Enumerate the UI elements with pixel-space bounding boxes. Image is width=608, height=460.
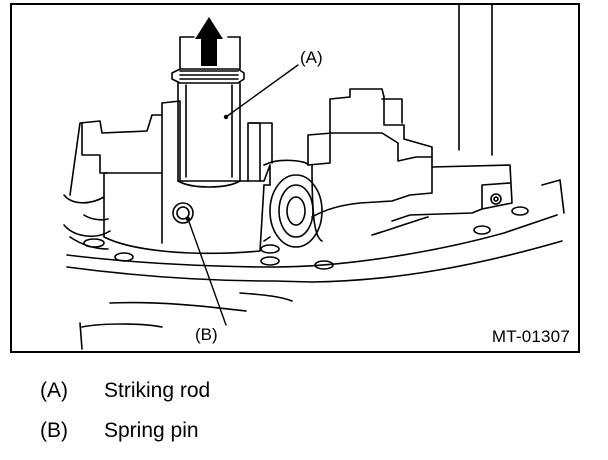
spring-pin [172,202,194,224]
casing-outline [66,179,565,283]
legend-item: (A) Striking rod [40,380,580,420]
transmission-diagram [63,5,565,350]
up-arrow-icon [195,17,223,66]
callout-leaders [187,64,299,326]
floor-lines [79,292,293,350]
figure-id: MT-01307 [491,327,570,346]
legend-code: (A) [40,379,68,402]
round-bushing [263,174,323,248]
left-housing [63,114,163,238]
rod-housing-block [103,100,273,255]
callout-a-dot [223,114,229,120]
callout-a-label: (A) [300,48,323,67]
diagram-frame: (A) (B) MT-01307 [10,3,580,353]
shift-fork-block [263,88,513,242]
legend-code: (B) [40,419,68,442]
callout-b-label: (B) [195,325,218,344]
callout-b-dot [185,216,191,222]
legend-item: (B) Spring pin [40,420,580,460]
legend-label: Spring pin [104,419,199,442]
legend-label: Striking rod [104,379,211,402]
legend: (A) Striking rod (B) Spring pin [40,380,580,460]
striking-rod [171,36,245,188]
vertical-shaft-right [458,5,493,156]
